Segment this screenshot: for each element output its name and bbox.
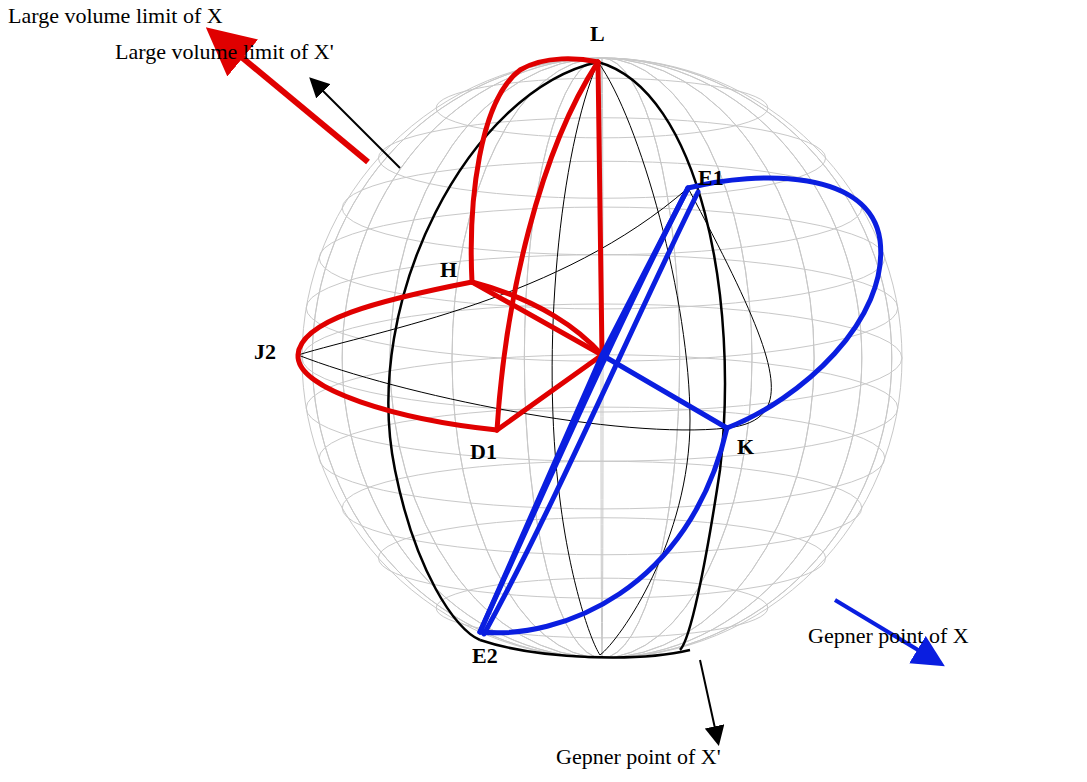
- point-label: D1: [470, 440, 497, 464]
- latitude-line: [306, 355, 898, 461]
- meridian-line: [342, 58, 862, 658]
- limit-label: Gepner point of X': [556, 745, 721, 769]
- latitude-line: [378, 518, 825, 598]
- meridian-line: [390, 58, 814, 658]
- point-label: J2: [254, 340, 276, 364]
- latitude-line: [319, 407, 885, 509]
- point-label: K: [737, 435, 754, 459]
- limit-label: Gepner point of X: [808, 624, 969, 648]
- meridian-line: [342, 58, 862, 658]
- meridian-line: [312, 58, 892, 658]
- latitude-line: [342, 461, 862, 555]
- meridian-line: [390, 58, 814, 658]
- limit-label: Large volume limit of X': [115, 40, 334, 64]
- point-label: E1: [698, 166, 724, 190]
- point-label: L: [590, 22, 605, 46]
- point-label: E2: [472, 644, 498, 668]
- meridian-line: [312, 58, 892, 658]
- point-label: H: [440, 258, 457, 282]
- meridian-line: [302, 58, 902, 658]
- limit-label: Large volume limit of X: [8, 4, 223, 28]
